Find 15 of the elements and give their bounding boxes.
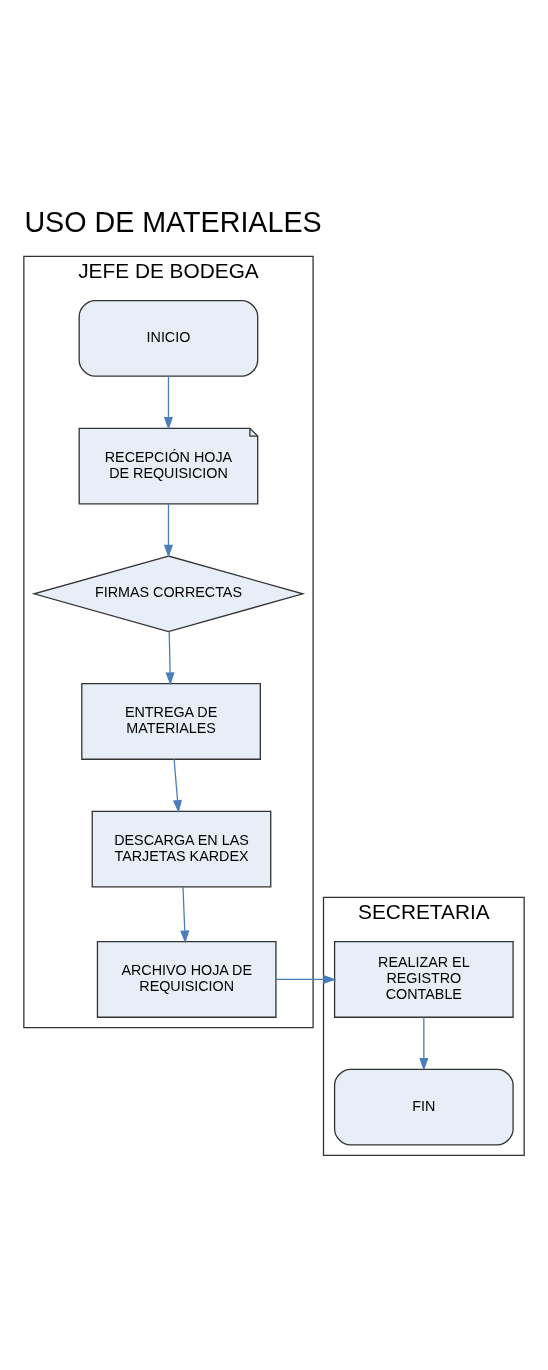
arrow: [163, 503, 174, 558]
node-box: ARCHIVO HOJA DE REQUISICION: [96, 941, 277, 1018]
node-box: REALIZAR EL REGISTRO CONTABLE: [333, 941, 514, 1018]
arrow: [163, 375, 174, 430]
arrow: [165, 630, 175, 686]
node-box: INICIO: [78, 300, 259, 377]
node-diamond: FIRMAS CORRECTAS: [31, 555, 306, 633]
arrow: [419, 1016, 429, 1072]
node-box: ENTREGA DE MATERIALES: [81, 683, 261, 760]
arrow: [172, 758, 183, 814]
arrow: [180, 886, 190, 944]
arrow: [275, 974, 337, 985]
diagram-title: USO DE MATERIALES: [24, 206, 322, 239]
node-box: FIN: [333, 1068, 514, 1146]
node-box: DESCARGA EN LAS TARJETAS KARDEX: [91, 810, 272, 888]
